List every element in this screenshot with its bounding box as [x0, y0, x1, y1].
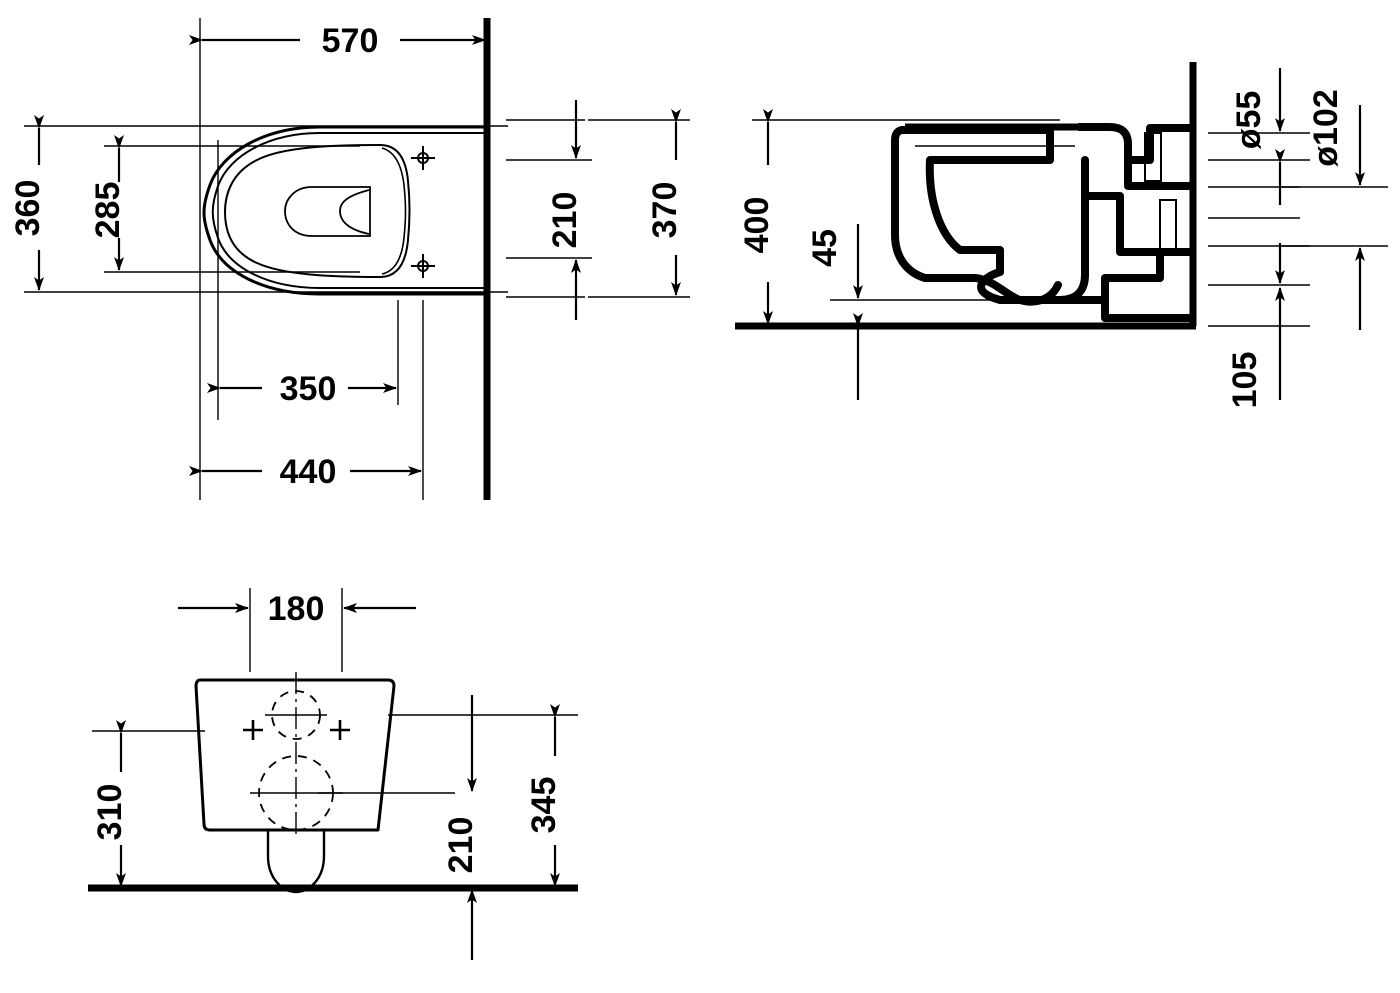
dimension-370: 370 — [646, 109, 684, 296]
section-outlet-lower — [1060, 252, 1164, 304]
dimension-label-45: 45 — [806, 229, 844, 267]
section-right-dimensions: ø55 ø102 105 — [1208, 68, 1388, 408]
dimension-label-370: 370 — [646, 182, 684, 239]
dimension-570: 570 — [189, 22, 486, 60]
dimension-dia55: ø55 — [1230, 68, 1285, 150]
plan-right-dimensions: 210 370 — [506, 100, 690, 320]
plan-flush-opening-outer — [284, 186, 371, 237]
dimension-360: 360 — [9, 115, 47, 291]
plan-view: 570 360 285 350 440 — [9, 18, 508, 500]
section-trap — [971, 274, 1062, 306]
dimension-label-440: 440 — [280, 453, 337, 491]
dimension-label-210-elevation: 210 — [442, 817, 480, 874]
dimension-label-105: 105 — [1226, 352, 1264, 409]
dimension-label-310: 310 — [91, 784, 129, 841]
section-inlet-lower — [1124, 160, 1193, 190]
section-bowl-front — [891, 126, 979, 282]
dimension-label-dia55: ø55 — [1230, 91, 1268, 150]
dimension-285: 285 — [89, 135, 127, 271]
dimension-label-360: 360 — [9, 180, 47, 237]
dimension-210-plan: 210 — [546, 100, 584, 320]
dimension-dia102: ø102 — [1307, 89, 1365, 186]
section-outlet-base — [1101, 300, 1193, 322]
plan-bowl-rim-detail — [381, 147, 407, 275]
dimension-210-elevation: 210 — [442, 695, 480, 960]
dimension-400: 400 — [738, 109, 776, 325]
dimension-350: 350 — [207, 370, 397, 408]
dimension-label-210-plan: 210 — [546, 192, 584, 249]
dimension-label-570: 570 — [322, 22, 379, 60]
elevation-body-outline — [194, 678, 396, 832]
plan-flush-opening-inner — [339, 189, 370, 235]
dimension-label-345: 345 — [525, 777, 563, 834]
dimension-105: 105 — [1226, 247, 1365, 409]
dimension-345: 345 — [525, 704, 563, 887]
elevation-outlet-bulge — [266, 830, 326, 894]
elevation-fixing-mark-left — [243, 720, 263, 740]
section-view: 400 45 — [735, 62, 1197, 400]
plan-seat-outer-inner — [211, 132, 487, 289]
dimension-label-180: 180 — [268, 590, 325, 628]
dimension-label-350: 350 — [280, 370, 337, 408]
section-inlet-block — [1078, 123, 1193, 164]
dimension-440: 440 — [189, 453, 422, 491]
dimension-label-285: 285 — [89, 182, 127, 239]
plan-bowl-rim — [223, 143, 411, 279]
dimension-label-dia102: ø102 — [1307, 89, 1345, 167]
section-outlet-pipe — [1159, 199, 1177, 253]
dimension-310: 310 — [91, 720, 129, 887]
plan-fixing-mark-bottom — [411, 254, 435, 278]
dimension-45: 45 — [806, 224, 863, 400]
section-inlet-pipe — [1144, 132, 1162, 182]
plan-seat-outer-outline — [202, 125, 487, 296]
dimension-180: 180 — [178, 590, 416, 628]
elevation-fixing-mark-right — [330, 720, 350, 740]
section-right-extension-lines — [1208, 132, 1388, 327]
plan-fixing-mark-top — [411, 146, 435, 170]
dimension-label-400: 400 — [738, 197, 776, 254]
elevation-view: 180 310 210 345 — [88, 588, 578, 960]
